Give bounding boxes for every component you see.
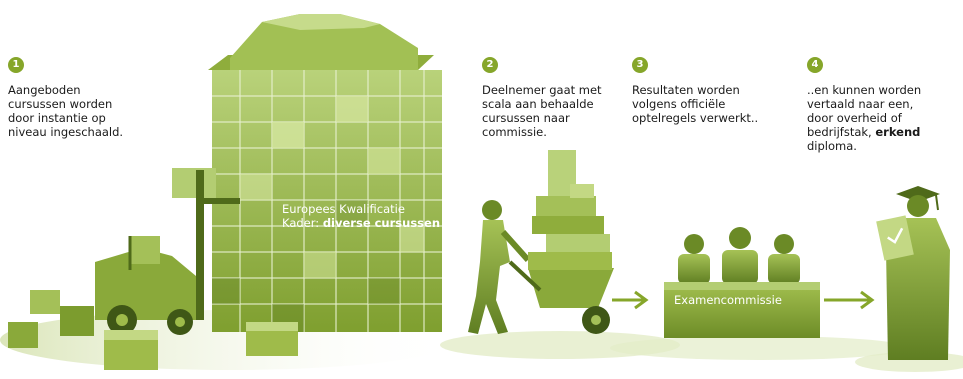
step-4-text-bold: erkend: [875, 125, 921, 139]
graduate: [876, 186, 950, 360]
step-4: 4 ..en kunnen worden vertaald naar een, …: [807, 57, 957, 153]
examination-committee: [664, 227, 820, 338]
box-warehouse: [208, 14, 442, 332]
step-2-text: Deelnemer gaat met scala aan behaalde cu…: [482, 83, 602, 139]
arrow-to-graduate: [824, 290, 875, 310]
participant-with-wheelbarrow: [468, 150, 614, 334]
step-4-text-after: diploma.: [807, 139, 857, 153]
step-4-text-before: ..en kunnen worden vertaald naar een, do…: [807, 83, 922, 139]
step-3: 3 Resultaten worden volgens officiële op…: [632, 57, 782, 125]
step-1: 1 Aangeboden cursussen worden door insta…: [8, 57, 178, 139]
framework-label-line1: Europees Kwalificatie: [282, 202, 405, 216]
step-2-number: 2: [482, 57, 498, 73]
step-3-number: 3: [632, 57, 648, 73]
arrow-to-committee: [612, 290, 649, 310]
step-1-number: 1: [8, 57, 24, 73]
framework-label-line2: Kader: diverse cursussen: [282, 216, 452, 230]
committee-label: Examencommissie: [674, 293, 782, 307]
framework-label-bold: diverse cursussen: [322, 216, 441, 230]
step-1-text: Aangeboden cursussen worden door instant…: [8, 83, 124, 139]
loose-boxes: [8, 290, 298, 370]
step-4-text: ..en kunnen worden vertaald naar een, do…: [807, 83, 957, 153]
step-2: 2 Deelnemer gaat met scala aan behaalde …: [482, 57, 632, 139]
step-4-number: 4: [807, 57, 823, 73]
step-3-text: Resultaten worden volgens officiële opte…: [632, 83, 759, 125]
forklift: [95, 168, 240, 335]
framework-label: Europees Kwalificatie Kader: diverse cur…: [282, 202, 452, 230]
framework-label-prefix: Kader:: [282, 216, 323, 230]
